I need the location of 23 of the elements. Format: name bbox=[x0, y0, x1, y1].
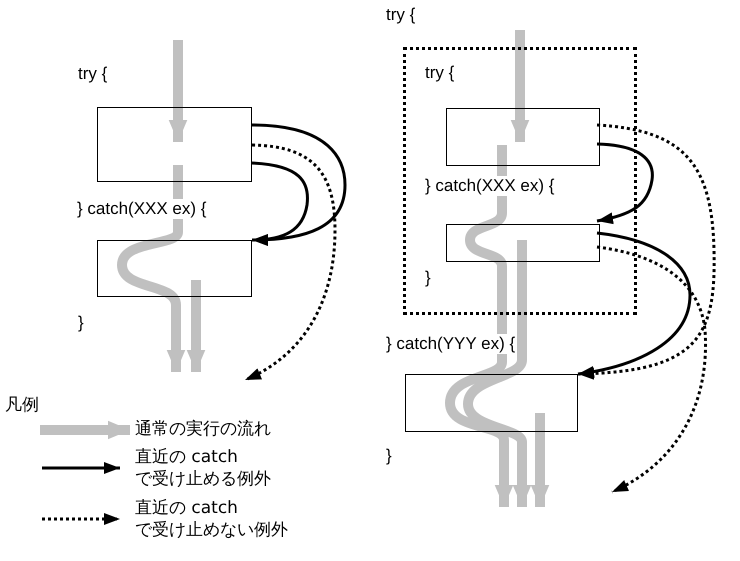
legend-label: 通常の実行の流れ bbox=[135, 418, 272, 440]
flow-arrow bbox=[463, 240, 532, 507]
code-block-box bbox=[97, 107, 252, 182]
legend-label: 直近の catch で受け止める例外 bbox=[135, 446, 272, 490]
flow-arrow bbox=[445, 145, 514, 507]
code-block-box bbox=[405, 374, 578, 432]
dotted-block-frame bbox=[403, 47, 637, 315]
code-block-box bbox=[446, 224, 600, 262]
dotted-arrow bbox=[578, 124, 716, 380]
arrow bbox=[578, 232, 692, 378]
arrow bbox=[596, 142, 654, 224]
dotted-arrow bbox=[244, 144, 336, 382]
flow-arrow bbox=[168, 40, 188, 142]
flow-arrow bbox=[186, 280, 206, 372]
legend-title: 凡例 bbox=[5, 395, 39, 415]
legend-label: 直近の catch で受け止めない例外 bbox=[135, 497, 289, 541]
arrow bbox=[252, 162, 309, 246]
code-block-box bbox=[97, 240, 252, 297]
flow-arrow bbox=[530, 413, 550, 507]
dotted-arrow bbox=[596, 246, 707, 494]
code-block-box bbox=[446, 108, 600, 166]
flow-arrow bbox=[117, 165, 186, 372]
flow-arrow bbox=[510, 30, 530, 142]
